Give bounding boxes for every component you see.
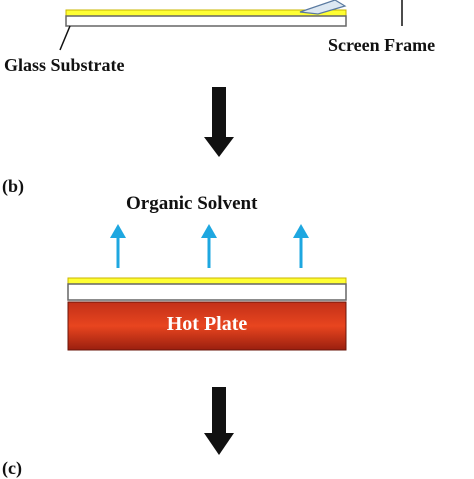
- yellow-film-b: [67, 277, 347, 285]
- screen-frame-edge: [299, 0, 347, 15]
- glass-substrate-a: [65, 15, 347, 27]
- organic-solvent-label: Organic Solvent: [126, 193, 258, 214]
- glass-substrate-leader-line: [59, 25, 71, 51]
- glass-substrate-label: Glass Substrate: [4, 55, 125, 75]
- panel-b-substrate-group: [67, 277, 347, 351]
- panel-b-label: (b): [2, 176, 24, 196]
- panel-c-label: (c): [2, 458, 22, 478]
- panel-a-substrate-group: [59, 0, 403, 51]
- down-arrow-icon: [204, 87, 234, 157]
- hot-plate: [67, 301, 347, 351]
- down-arrow-icon: [204, 387, 234, 455]
- glass-substrate-b: [67, 283, 347, 301]
- up-arrow-icon: [293, 224, 309, 268]
- up-arrow-icon: [110, 224, 126, 268]
- hot-plate-label: Hot Plate: [166, 313, 248, 335]
- up-arrow-icon: [201, 224, 217, 268]
- screen-frame-label: Screen Frame: [328, 35, 436, 55]
